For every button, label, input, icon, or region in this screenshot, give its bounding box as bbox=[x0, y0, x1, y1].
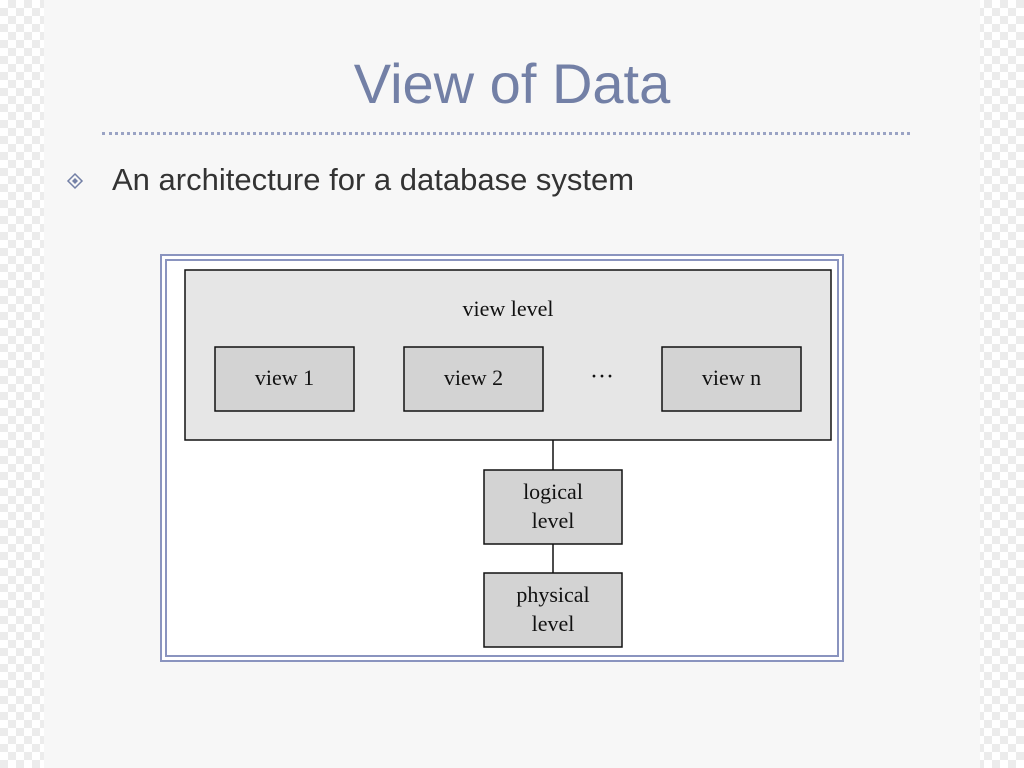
physical-level-label-line2: level bbox=[532, 611, 575, 636]
logical-level-label-line2: level bbox=[532, 508, 575, 533]
physical-level-box bbox=[483, 572, 623, 648]
bullet-text: An architecture for a database system bbox=[112, 162, 635, 197]
architecture-diagram-svg: view level view 1 view 2 ··· view n logi… bbox=[160, 254, 844, 662]
view-label-n: view n bbox=[702, 365, 761, 390]
architecture-diagram: view level view 1 view 2 ··· view n logi… bbox=[160, 254, 844, 667]
diamond-bullet-icon bbox=[66, 172, 84, 190]
title-divider bbox=[102, 132, 910, 135]
physical-level-label-line1: physical bbox=[516, 582, 589, 607]
view-level-label: view level bbox=[462, 296, 553, 321]
view-label-2: view 2 bbox=[444, 365, 503, 390]
view-box-1 bbox=[214, 346, 355, 412]
slide: View of Data An architecture for a datab… bbox=[44, 0, 980, 768]
views-ellipsis: ··· bbox=[590, 364, 614, 390]
logical-level-box bbox=[483, 469, 623, 545]
view-box-n bbox=[661, 346, 802, 412]
view-label-1: view 1 bbox=[255, 365, 314, 390]
slide-title: View of Data bbox=[353, 52, 671, 115]
logical-level-label-line1: logical bbox=[523, 479, 583, 504]
view-box-2 bbox=[403, 346, 544, 412]
